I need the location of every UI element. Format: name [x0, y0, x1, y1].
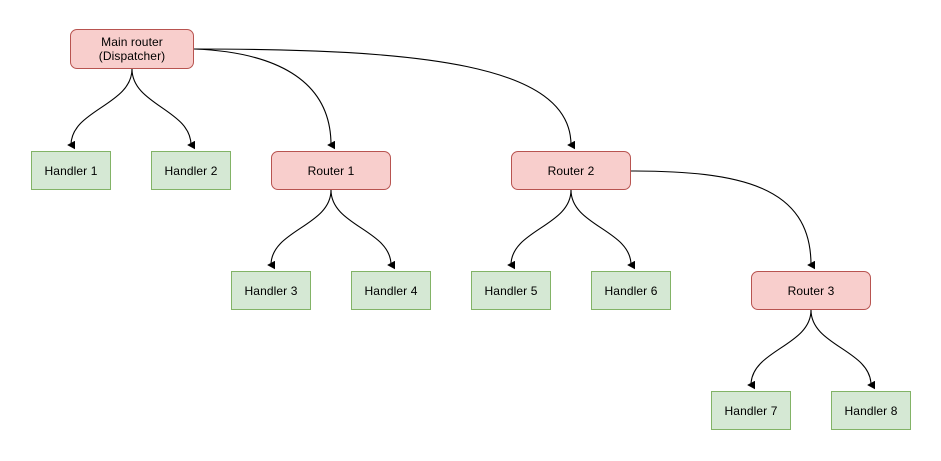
- node-router-3[interactable]: Router 3: [751, 271, 871, 310]
- edge-router-1-to-handler-4: [330, 189, 391, 265]
- edge-main-router-to-router-1: [193, 48, 331, 145]
- node-handler-7[interactable]: Handler 7: [711, 391, 791, 430]
- edge-main-router-to-router-2: [193, 48, 571, 145]
- edge-main-router-to-handler-2: [131, 68, 191, 145]
- node-handler-5[interactable]: Handler 5: [471, 271, 551, 310]
- node-label-main-router: Main router (Dispatcher): [98, 35, 166, 63]
- node-handler-1[interactable]: Handler 1: [31, 151, 111, 190]
- edge-router-2-to-handler-5: [511, 189, 572, 265]
- node-label-router-2: Router 2: [547, 163, 595, 178]
- edge-router-3-to-handler-7: [751, 309, 812, 385]
- node-handler-6[interactable]: Handler 6: [591, 271, 671, 310]
- node-router-1[interactable]: Router 1: [271, 151, 391, 190]
- node-label-handler-7: Handler 7: [724, 403, 778, 418]
- node-handler-8[interactable]: Handler 8: [831, 391, 911, 430]
- node-label-handler-6: Handler 6: [604, 283, 658, 298]
- node-label-router-3: Router 3: [787, 283, 835, 298]
- edges-group: [71, 48, 871, 385]
- edge-router-3-to-handler-8: [810, 309, 871, 385]
- edge-router-1-to-handler-3: [271, 189, 332, 265]
- node-handler-3[interactable]: Handler 3: [231, 271, 311, 310]
- node-label-handler-4: Handler 4: [364, 283, 418, 298]
- edge-router-2-to-handler-6: [570, 189, 631, 265]
- node-label-handler-8: Handler 8: [844, 403, 898, 418]
- node-label-handler-3: Handler 3: [244, 283, 298, 298]
- node-label-handler-2: Handler 2: [164, 163, 218, 178]
- node-handler-2[interactable]: Handler 2: [151, 151, 231, 190]
- node-label-router-1: Router 1: [307, 163, 355, 178]
- node-router-2[interactable]: Router 2: [511, 151, 631, 190]
- edge-main-router-to-handler-1: [71, 68, 133, 145]
- node-label-handler-1: Handler 1: [44, 163, 98, 178]
- edge-router-2-to-router-3: [630, 170, 811, 265]
- node-label-handler-5: Handler 5: [484, 283, 538, 298]
- node-main-router[interactable]: Main router (Dispatcher): [70, 29, 194, 69]
- node-handler-4[interactable]: Handler 4: [351, 271, 431, 310]
